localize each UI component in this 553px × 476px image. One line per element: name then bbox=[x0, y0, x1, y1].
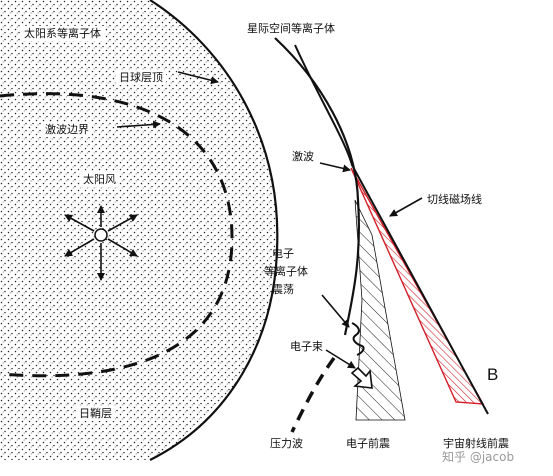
oscillation-squiggle bbox=[351, 322, 365, 356]
bow-shock-pointer bbox=[319, 162, 351, 173]
heliosheath-label: 日鞘层 bbox=[76, 406, 115, 421]
field-line-pointer bbox=[389, 197, 423, 217]
plasma-body-label: 等离子体 bbox=[264, 265, 308, 278]
termination-shock-line bbox=[0, 92, 234, 378]
electron-beam-label: 电子束 bbox=[290, 340, 323, 353]
pressure-wave-line bbox=[290, 356, 336, 433]
sun-icon bbox=[64, 205, 138, 281]
heliopause-line bbox=[149, 0, 279, 461]
heliosphere-region bbox=[0, 0, 278, 460]
electron-label: 电子 bbox=[272, 247, 294, 260]
watermark: 知乎 @jacob bbox=[442, 450, 515, 464]
heliosphere-plasma-label: 太阳系等离子体 bbox=[21, 26, 104, 41]
tangent-field-line bbox=[294, 44, 489, 415]
electron-foreshock-region bbox=[354, 199, 406, 421]
electron-beam-pointer bbox=[325, 349, 356, 369]
ion-foreshock-label: 宇宙射线前震 bbox=[443, 437, 509, 450]
electron-beam-arrow bbox=[350, 366, 373, 389]
termination-shock-pointer bbox=[116, 120, 161, 129]
bow-shock-label: 激波 bbox=[292, 150, 314, 163]
field-b-label: B bbox=[487, 365, 499, 384]
oscillation-label: 震荡 bbox=[272, 283, 294, 296]
heliopause-label: 日球层顶 bbox=[116, 70, 166, 85]
solar-wind-label: 太阳风 bbox=[80, 172, 119, 187]
termination-shock-label: 激波边界 bbox=[42, 122, 92, 137]
electron-foreshock-label: 电子前震 bbox=[346, 437, 390, 450]
heliopause-pointer bbox=[177, 71, 219, 85]
tangent-field-line-label: 切线磁场线 bbox=[427, 193, 482, 206]
oscillation-pointer bbox=[321, 294, 350, 328]
pressure-wave-label: 压力波 bbox=[270, 437, 303, 450]
interstellar-plasma-label: 星际空间等离子体 bbox=[247, 22, 335, 35]
